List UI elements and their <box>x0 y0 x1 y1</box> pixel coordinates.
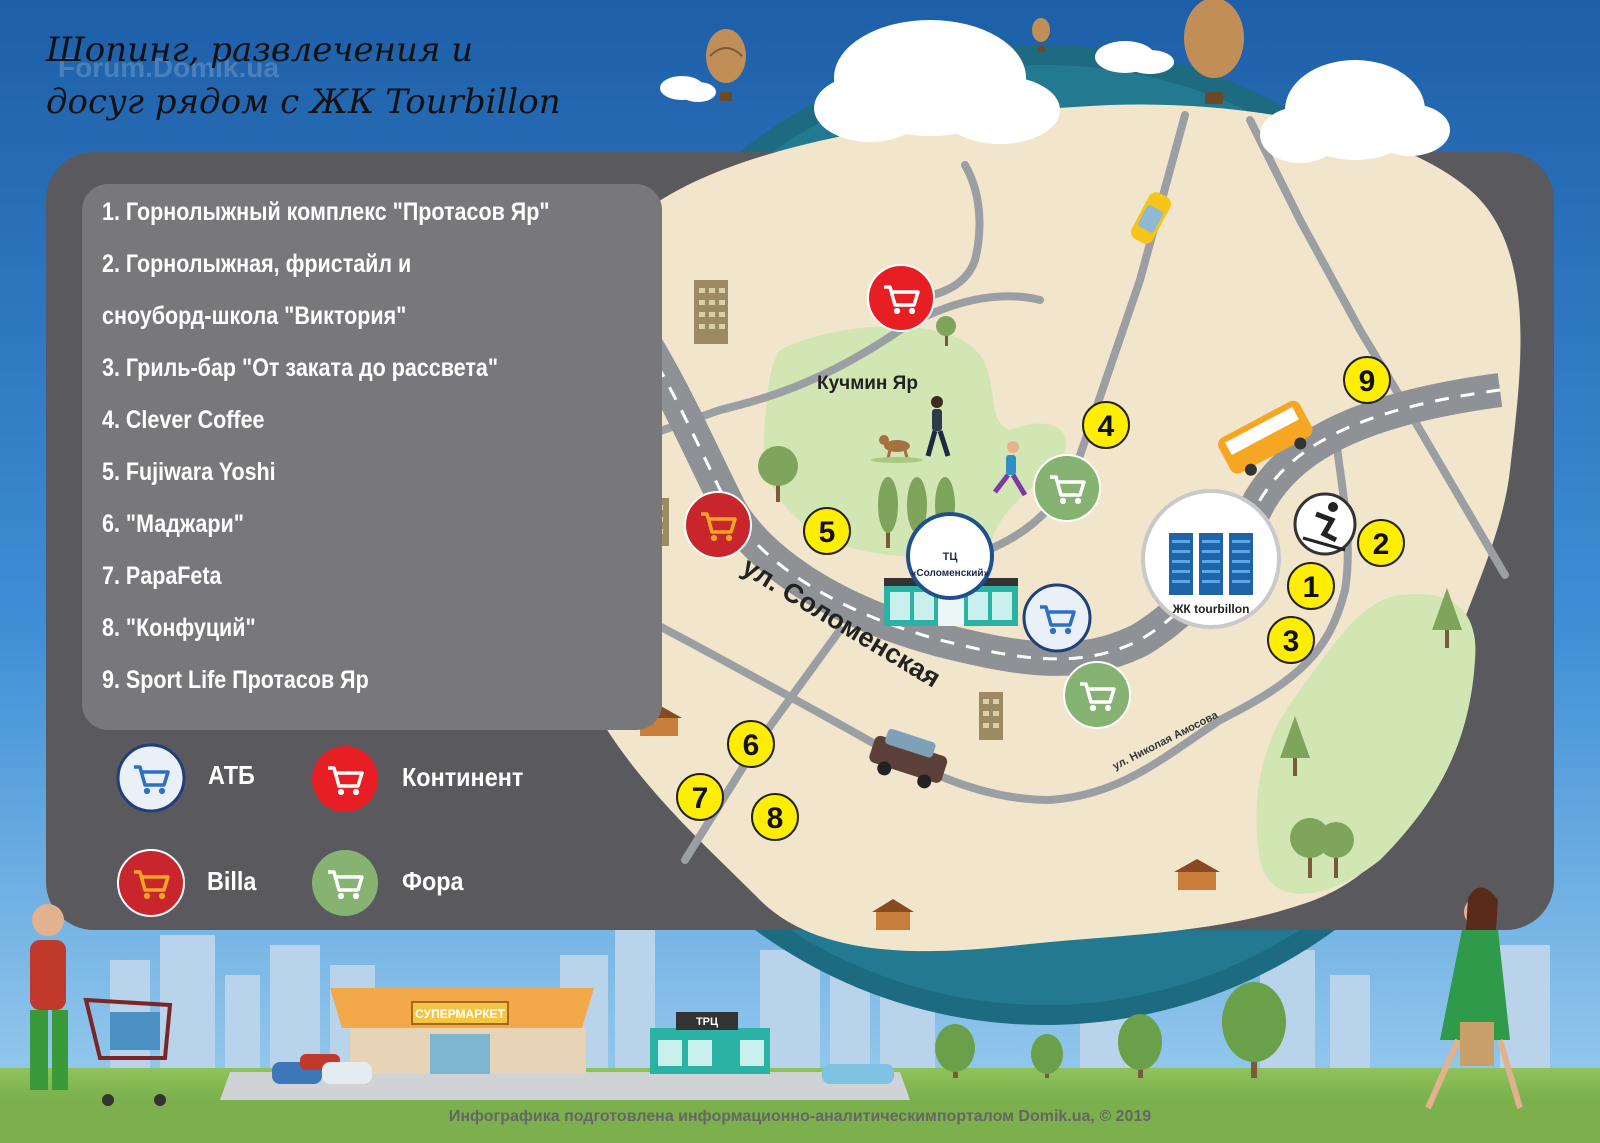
store-label-fora: Фора <box>402 866 464 896</box>
footer-credit: Инфографика подготовлена информационно-а… <box>448 1108 1152 1125</box>
park-label: Кучмин Яр <box>817 373 918 394</box>
dog-walker-icon <box>871 396 951 463</box>
legend-item-5: 5. Fujiwara Yoshi <box>102 458 276 486</box>
page-title-line1: Шопинг, развлечения и <box>46 30 474 70</box>
complex-label: ЖК tourbillon <box>1172 602 1250 616</box>
legend-item-2: 2. Горнолыжная, фристайл и <box>102 250 412 278</box>
tree-icon <box>935 982 1286 1078</box>
watermark: Forum.Domik.ua <box>58 52 279 83</box>
mall-badge <box>906 512 994 600</box>
bus-icon <box>1218 400 1313 476</box>
grass-front <box>0 1100 1600 1143</box>
supermarket-sign: СУПЕРМАРКЕТ <box>415 1007 505 1021</box>
legend-item-1: 1. Горнолыжный комплекс "Протасов Яр" <box>102 198 550 226</box>
parked-car-icon <box>272 1054 894 1084</box>
car-icon <box>869 728 948 789</box>
legend-item-6: 6. "Маджари" <box>102 510 244 538</box>
page-title: Шопинг, развлечения и досуг рядом с ЖК T… <box>46 24 666 128</box>
page-title-line2: досуг рядом с ЖК Tourbillon <box>46 82 561 122</box>
legend-item-2-cont: сноуборд-школа "Виктория" <box>102 302 407 330</box>
runner-icon <box>993 441 1028 497</box>
mall-label-line2: «Соломенский» <box>911 568 990 579</box>
park-area <box>763 326 1067 558</box>
apartment-building-icon <box>694 280 728 344</box>
legend-item-8: 8. "Конфуций" <box>102 614 256 642</box>
man-with-cart-icon <box>30 904 173 1106</box>
trc-building-icon <box>650 1012 770 1074</box>
residential-complex-icon <box>1141 489 1281 629</box>
trc-sign: ТРЦ <box>696 1016 718 1028</box>
legend-panel <box>82 184 662 730</box>
supermarket-building-icon <box>330 988 594 1074</box>
woman-with-bags-icon <box>1425 887 1523 1110</box>
legend-item-9: 9. Sport Life Протасов Яр <box>102 666 369 694</box>
legend-item-7: 7. PapaFeta <box>102 562 222 590</box>
hot-air-balloon-icon <box>706 0 1244 104</box>
city-skyline <box>110 930 1550 1070</box>
mall-label-line1: ТЦ <box>943 551 958 563</box>
parking-lot <box>220 1072 910 1100</box>
apartment-building-icon <box>979 692 1003 740</box>
skier-icon <box>1293 492 1357 556</box>
store-label-atb: АТБ <box>208 760 255 790</box>
taxi-icon <box>1131 192 1171 244</box>
store-label-continent: Континент <box>402 762 524 792</box>
legend-item-4: 4. Clever Coffee <box>102 406 265 434</box>
store-label-billa: Billa <box>207 866 257 896</box>
cloud-icon <box>660 20 1450 163</box>
legend-item-3: 3. Гриль-бар "От заката до рассвета" <box>102 354 499 382</box>
